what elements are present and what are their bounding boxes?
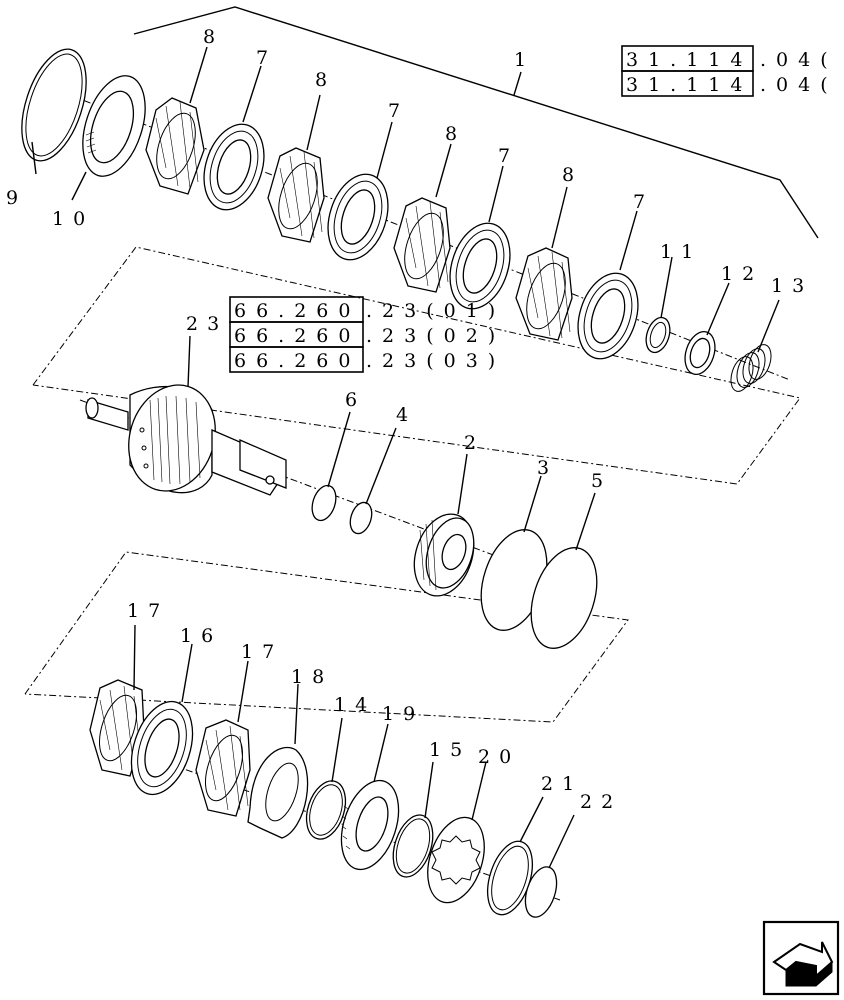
part-10-backing-plate — [82, 75, 146, 177]
callout-16: 16 — [180, 625, 222, 647]
part-17-plate — [89, 679, 145, 777]
callout-4: 4 — [396, 404, 417, 426]
part-20-splined-plate — [427, 816, 485, 904]
part-23-shaft-hub — [85, 384, 287, 496]
ref-66-260-a-tail: .23(01) — [366, 300, 505, 322]
callout-numbers: 1 8 7 8 7 8 7 8 7 11 12 13 9 10 23 6 4 2… — [6, 26, 813, 813]
part-5-seal-ring — [530, 547, 598, 649]
callout-2: 2 — [464, 432, 485, 454]
callout-8-d: 8 — [562, 164, 583, 186]
ref-31-114-b[interactable]: 31.114 — [626, 74, 752, 96]
part-6-o-ring — [311, 484, 337, 522]
callout-8-b: 8 — [315, 69, 336, 91]
part-12-retainer — [684, 330, 716, 376]
callout-20: 20 — [478, 746, 520, 768]
part-8-separator-plate-c — [393, 197, 451, 293]
part-4-o-ring — [349, 501, 373, 535]
callout-7-d: 7 — [633, 191, 654, 213]
ref-31-114-a[interactable]: 31.114 — [626, 49, 752, 71]
part-13-spring — [730, 344, 772, 392]
callout-15: 15 — [429, 739, 471, 761]
callout-13: 13 — [771, 275, 813, 297]
part-18-plate — [247, 746, 309, 839]
part-8-separator-plate-d — [515, 247, 573, 341]
callout-14: 14 — [334, 694, 376, 716]
next-page-arrow-icon[interactable] — [762, 920, 840, 996]
ref-66-260-a[interactable]: 66.260 — [234, 300, 360, 322]
callout-11: 11 — [660, 241, 702, 263]
part-15-ring — [392, 814, 434, 878]
part-9-snap-ring — [21, 48, 87, 162]
reference-66-260-group[interactable]: 66.260 .23(01) 66.260 .23(02) 66.260 .23… — [229, 296, 505, 373]
ref-31-114-b-tail: .04( — [760, 74, 838, 96]
callout-12: 12 — [721, 263, 763, 285]
part-2-piston — [413, 513, 475, 597]
part-7-friction-disc-d — [577, 272, 639, 360]
callout-7: 7 — [256, 47, 277, 69]
part-19-gear — [340, 779, 400, 871]
part-14-ring — [305, 780, 347, 840]
callout-21: 21 — [541, 773, 583, 795]
part-17-plate-b — [195, 719, 251, 817]
callout-7-c: 7 — [498, 145, 519, 167]
group-bracket-1 — [133, 6, 819, 239]
leader-lines — [31, 46, 780, 869]
ref-66-260-c[interactable]: 66.260 — [234, 350, 360, 372]
callout-18: 18 — [291, 666, 333, 688]
callout-8: 8 — [203, 26, 224, 48]
callout-8-c: 8 — [445, 123, 466, 145]
callout-17-b: 17 — [241, 641, 283, 663]
part-11-snap-ring — [645, 316, 671, 354]
part-8-separator-plate — [145, 97, 205, 195]
group-outlines — [24, 246, 801, 723]
part-7-friction-disc-c — [449, 222, 511, 310]
callout-9: 9 — [6, 187, 27, 209]
callout-17: 17 — [127, 600, 169, 622]
ref-66-260-b[interactable]: 66.260 — [234, 325, 360, 347]
callout-7-b: 7 — [388, 100, 409, 122]
part-16-disc — [130, 700, 194, 796]
part-8-separator-plate-b — [267, 147, 325, 243]
callout-1: 1 — [514, 49, 535, 71]
callout-19: 19 — [382, 703, 424, 725]
callout-6: 6 — [345, 389, 366, 411]
callout-23: 23 — [186, 313, 228, 335]
ref-31-114-a-tail: .04( — [760, 49, 838, 71]
reference-31-114-group[interactable]: 31.114 .04( 31.114 .04( — [621, 45, 838, 97]
callout-5: 5 — [591, 470, 612, 492]
callout-3: 3 — [537, 457, 558, 479]
ref-66-260-b-tail: .23(02) — [366, 325, 505, 347]
ref-66-260-c-tail: .23(03) — [366, 350, 505, 372]
callout-22: 22 — [580, 791, 622, 813]
part-7-friction-disc — [203, 123, 265, 211]
callout-10: 10 — [52, 208, 94, 230]
part-7-friction-disc-b — [327, 173, 389, 261]
